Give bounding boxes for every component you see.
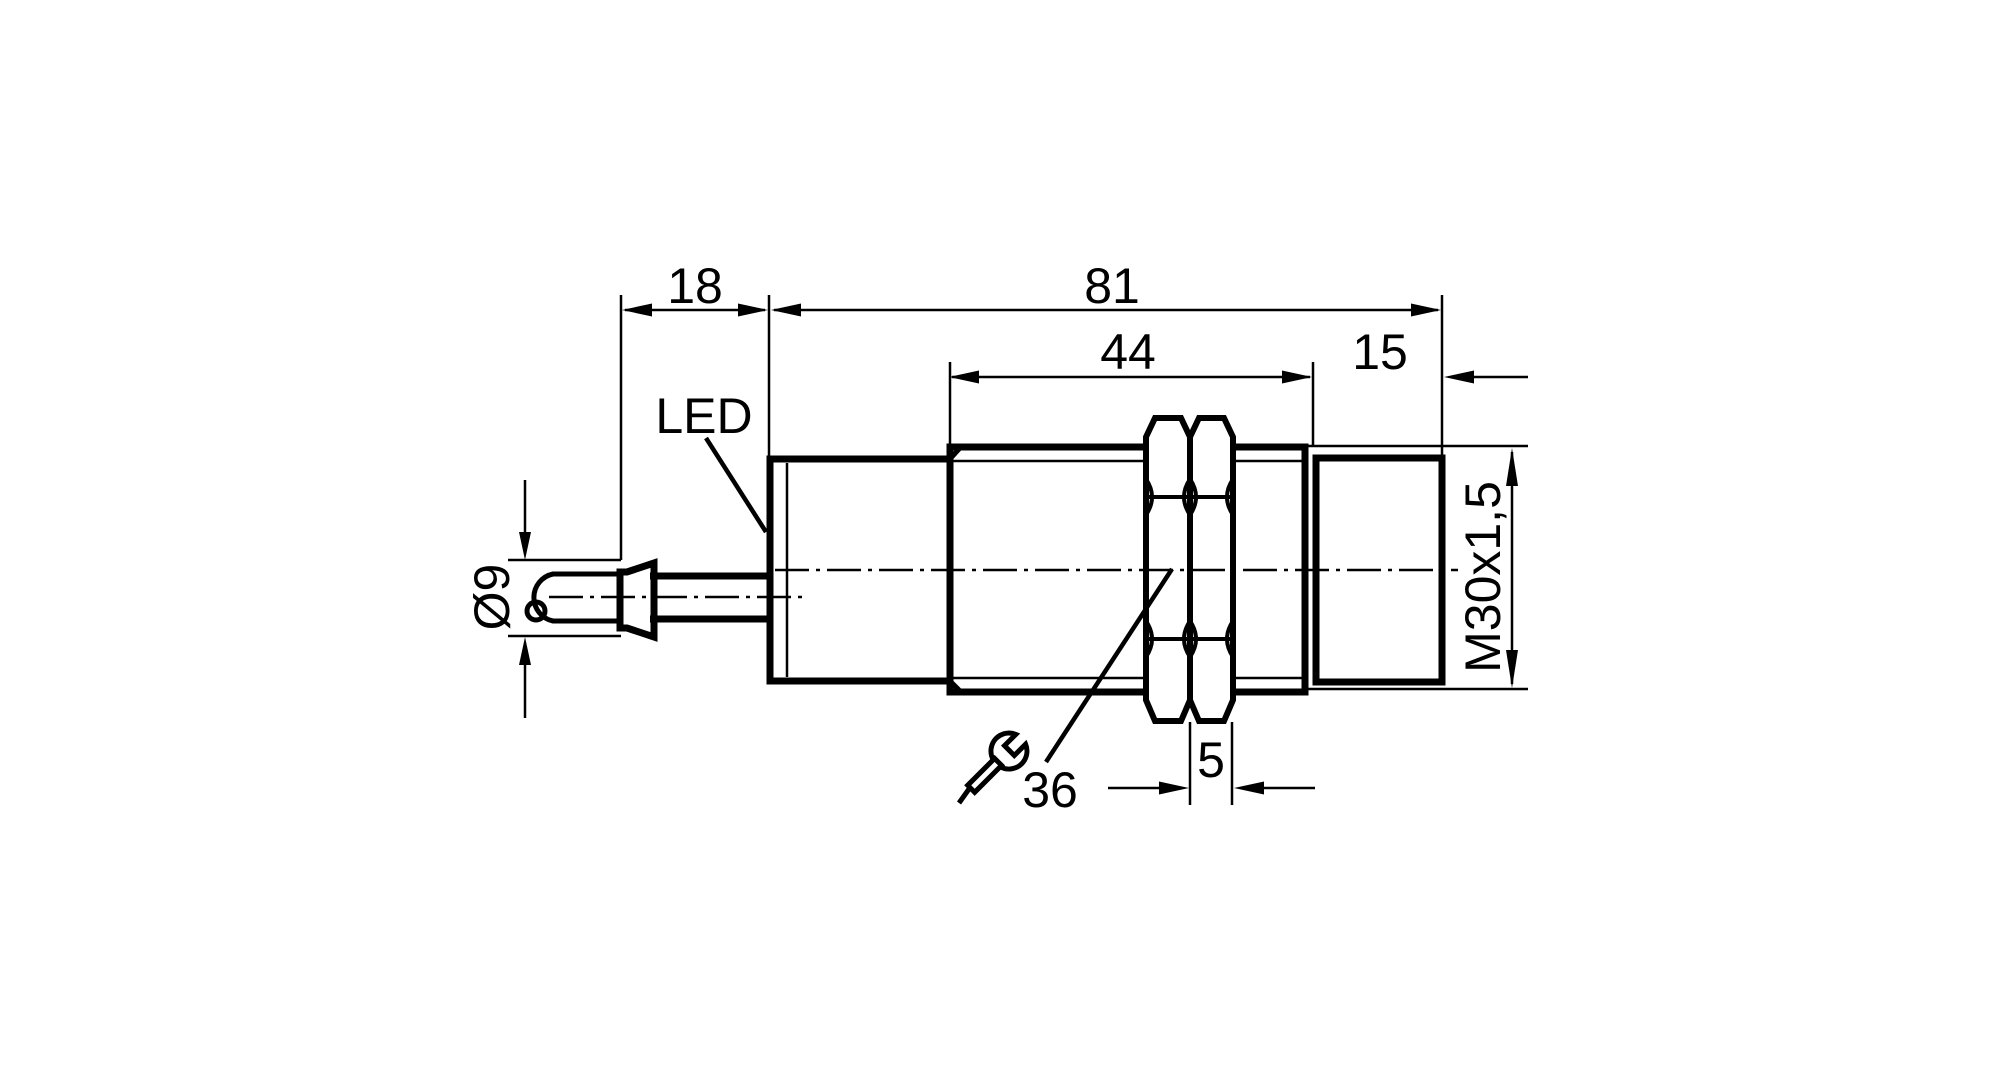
- led-leader-line: [704, 436, 768, 534]
- cable-diameter-label: Ø9: [464, 564, 520, 631]
- dimension-m30: [1506, 448, 1518, 688]
- arrowhead-left-icon: [771, 303, 801, 317]
- thread-spec-label: M30x1,5: [1455, 481, 1511, 673]
- nut-width-label: 5: [1197, 732, 1225, 788]
- arrowhead-down-icon: [519, 532, 531, 560]
- wrench-size-label: 36: [1022, 762, 1078, 818]
- chamfer-top: [948, 446, 962, 461]
- dimension-44: [949, 370, 1312, 384]
- cable-core-icon: [524, 599, 548, 623]
- arrowhead-left-icon: [949, 370, 979, 384]
- labels: 18 81 44 15 LED Ø9 M30x1,5 36 5: [464, 258, 1511, 818]
- nut-chamfer-arcs-top: [1144, 477, 1235, 517]
- dimension-81: [771, 303, 1441, 317]
- wrench-handle: [964, 754, 1006, 796]
- nut-chamfer-arcs-bottom: [1144, 619, 1235, 659]
- led-label: LED: [655, 388, 752, 444]
- dimension-15: [1444, 370, 1528, 384]
- dim-label-44: 44: [1100, 324, 1156, 380]
- arrowhead-right-icon: [1159, 781, 1189, 795]
- arrowhead-left-icon: [1234, 781, 1264, 795]
- dimension-18: [622, 303, 768, 317]
- dimension-cable-diameter: [519, 480, 531, 718]
- wrench-icon: [956, 730, 1030, 805]
- cable-assembly: [524, 558, 772, 642]
- dim-label-18: 18: [667, 258, 723, 314]
- arrowhead-left-icon: [1444, 370, 1474, 384]
- arrowhead-up-icon: [519, 637, 531, 665]
- chamfer-bottom: [948, 679, 962, 693]
- wrench-leader-line: [1044, 567, 1174, 764]
- dim-label-15: 15: [1352, 324, 1408, 380]
- dim-label-81: 81: [1084, 258, 1140, 314]
- cable: [531, 571, 620, 624]
- arrowhead-right-icon: [738, 303, 768, 317]
- arrowhead-right-icon: [1282, 370, 1312, 384]
- dimension-5: [1108, 781, 1315, 795]
- wrench-handle-tail: [956, 787, 972, 805]
- arrowhead-right-icon: [1411, 303, 1441, 317]
- cable-boot: [616, 558, 658, 642]
- arrowhead-left-icon: [622, 303, 652, 317]
- arrowhead-down-icon: [1506, 650, 1518, 688]
- arrowhead-up-icon: [1506, 448, 1518, 486]
